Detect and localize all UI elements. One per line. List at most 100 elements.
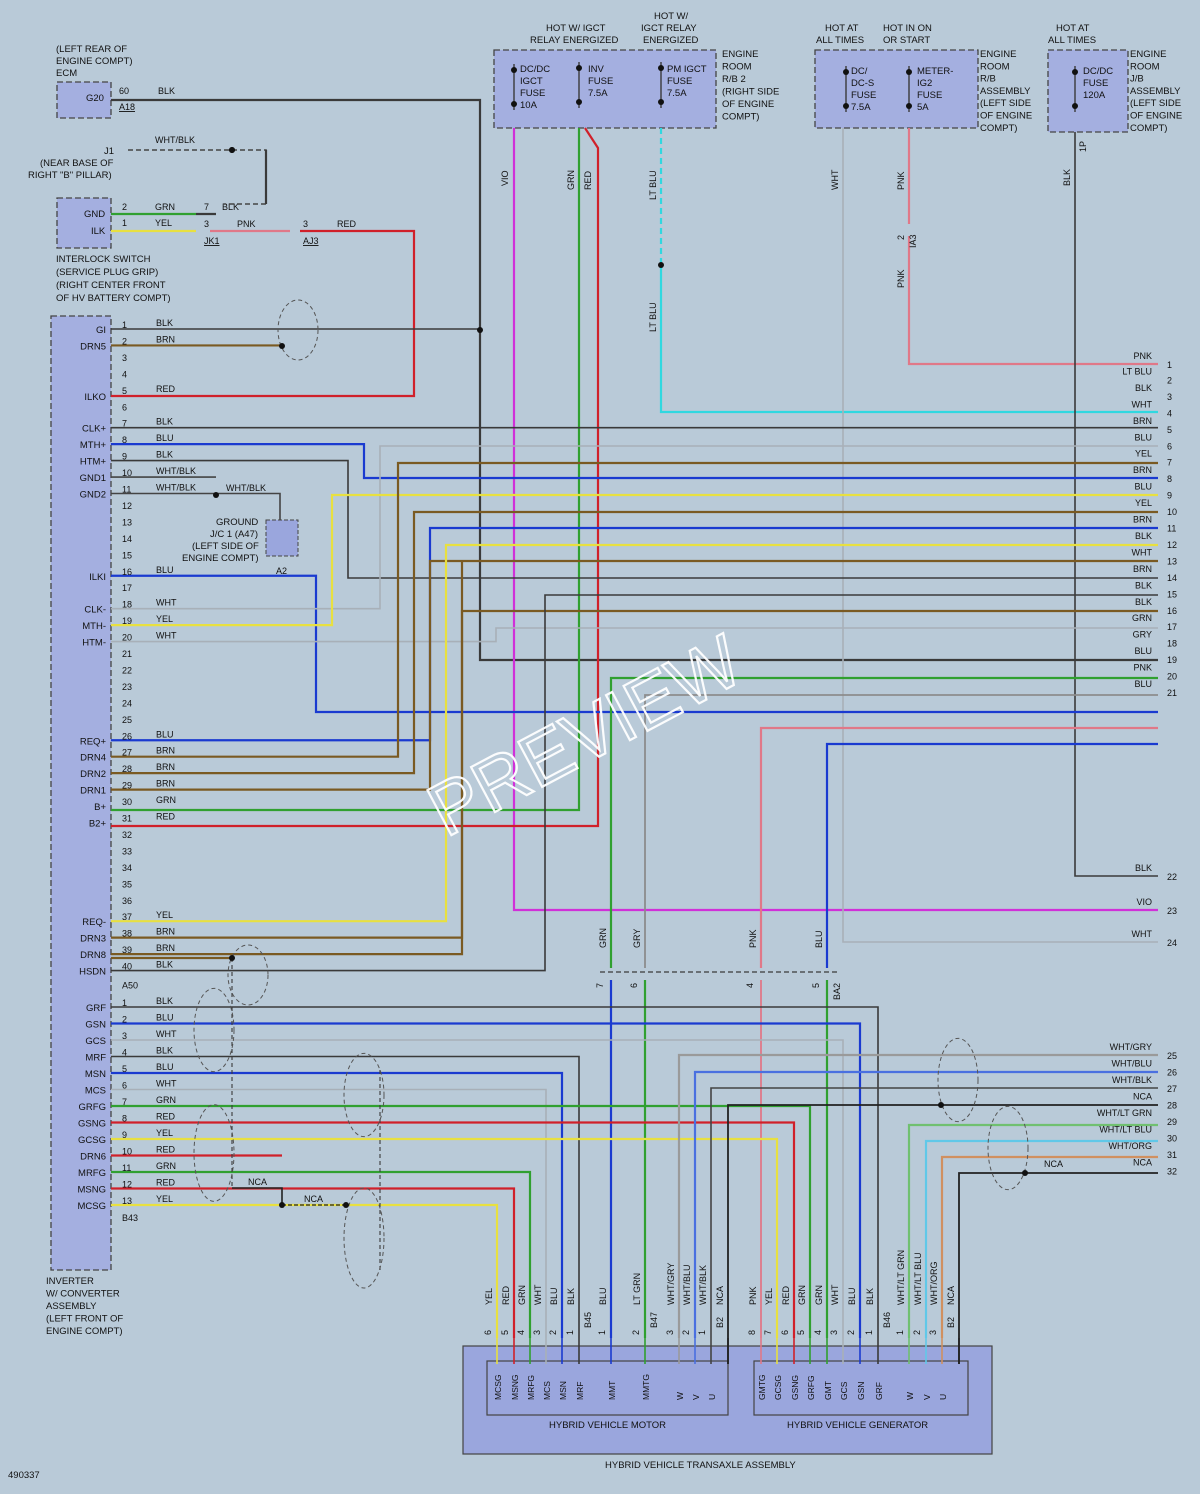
ba2-pin-6: 6 bbox=[629, 983, 639, 988]
fuse-node-top bbox=[1072, 69, 1078, 75]
right-terminal-4-wire: WHT bbox=[1132, 399, 1153, 409]
a50-pin8-mthplus bbox=[111, 443, 1158, 480]
b43-pin8-gsng bbox=[111, 1121, 796, 1338]
motor-pin-10-num: 1 bbox=[697, 1330, 707, 1335]
gen-pin-7-num: 1 bbox=[864, 1330, 874, 1335]
motor-conn-b45: B45 bbox=[583, 1312, 593, 1328]
inverter-box bbox=[50, 315, 112, 1271]
rb2-label-line-4: (RIGHT SIDE bbox=[722, 87, 779, 98]
motor-box bbox=[486, 1360, 729, 1416]
jb-box bbox=[1047, 49, 1129, 133]
ecm-box bbox=[56, 81, 112, 119]
a50-pin-32-num: 32 bbox=[122, 830, 132, 840]
a50-pin-18-name: CLK- bbox=[84, 605, 106, 616]
inv-fuse-line-3: 7.5A bbox=[588, 88, 608, 99]
pm-igct-fuse-line-1: PM IGCT bbox=[667, 64, 707, 75]
right-terminal-9-wire: BLU bbox=[1134, 482, 1152, 492]
gen-pin-3-wire: GRN bbox=[797, 1285, 807, 1305]
b43-pin-10-wire: RED bbox=[156, 1145, 176, 1155]
right-terminal-26: 26 bbox=[1167, 1068, 1177, 1078]
gen-pin-1-name: GCSG bbox=[773, 1375, 783, 1400]
ba2-pin-6-wire: GRY bbox=[632, 929, 642, 948]
right-terminal-32: 32 bbox=[1167, 1167, 1177, 1177]
aj3-red-wire bbox=[111, 229, 416, 398]
inverter-title-line-3: ASSEMBLY bbox=[46, 1301, 97, 1312]
gen-pin-8-num: 1 bbox=[895, 1330, 905, 1335]
aj3-pin: 3 bbox=[303, 219, 308, 229]
wht-org-wire-31 bbox=[940, 1155, 1158, 1338]
gen-pin-11-wire: NCA bbox=[946, 1286, 956, 1305]
right-terminal-21-wire: BLU bbox=[1134, 679, 1152, 689]
right-terminal-13: 13 bbox=[1167, 556, 1177, 566]
right-terminal-11-wire: BRN bbox=[1133, 515, 1152, 525]
right-terminal-28-wire: NCA bbox=[1133, 1092, 1152, 1102]
splice-dot-10 bbox=[658, 262, 664, 268]
transaxle-title: HYBRID VEHICLE TRANSAXLE ASSEMBLY bbox=[605, 1460, 796, 1471]
wht-wire-24 bbox=[842, 128, 1158, 943]
a50-pin-38-num: 38 bbox=[122, 929, 132, 939]
ba2-pin-7: 7 bbox=[595, 983, 605, 988]
vio-wire-23 bbox=[512, 128, 1158, 912]
j1-note-2: RIGHT "B" PILLAR) bbox=[28, 170, 112, 181]
motor-pin-3-name: MCS bbox=[542, 1381, 552, 1400]
motor-pin-6-wire: BLU bbox=[598, 1287, 608, 1305]
dcdc-igct-fuse-line-2: IGCT bbox=[520, 76, 543, 87]
a50-pin-19-num: 19 bbox=[122, 616, 132, 626]
grn-wire-17 bbox=[609, 676, 1158, 968]
splice-dot-1 bbox=[477, 327, 483, 333]
a50-pin-25-num: 25 bbox=[122, 715, 132, 725]
motor-pin-0-wire: YEL bbox=[484, 1288, 494, 1305]
right-terminal-6-wire: BLU bbox=[1134, 432, 1152, 442]
jb-label-line-4: ASSEMBLY bbox=[1130, 86, 1181, 97]
b43-pin-3-wire: WHT bbox=[156, 1029, 177, 1039]
a50-pin-31-wire: RED bbox=[156, 812, 176, 822]
rb-label-line-1: ENGINE bbox=[980, 49, 1016, 60]
fuse-node-top bbox=[511, 67, 517, 73]
right-terminal-22: 22 bbox=[1167, 872, 1177, 882]
splice-dot-5 bbox=[279, 1202, 285, 1208]
a50-pin-9-name: HTM+ bbox=[80, 457, 107, 468]
right-terminal-29: 29 bbox=[1167, 1117, 1177, 1127]
a50-pin-26-wire: BLU bbox=[156, 729, 174, 739]
a50-pin-38-name: DRN3 bbox=[80, 934, 106, 945]
right-terminal-23-wire: VIO bbox=[1136, 897, 1152, 907]
a50-pin-28-num: 28 bbox=[122, 764, 132, 774]
a50-pin-10-num: 10 bbox=[122, 468, 132, 478]
right-terminal-32-wire: NCA bbox=[1133, 1158, 1152, 1168]
gen-pin-9-num: 2 bbox=[912, 1330, 922, 1335]
a50-pin28-drn2 bbox=[111, 510, 1158, 775]
rb2-hot-igct-2: RELAY ENERGIZED bbox=[530, 35, 618, 46]
shield-ellipse-6 bbox=[343, 1187, 385, 1289]
motor-conn-b47: B47 bbox=[649, 1312, 659, 1328]
right-terminal-20: 20 bbox=[1167, 672, 1177, 682]
a50-connector: A50 bbox=[122, 981, 138, 991]
b43-pin-9-wire: YEL bbox=[156, 1128, 173, 1138]
motor-pin-8-num: 3 bbox=[665, 1330, 675, 1335]
ecm-g20-wire bbox=[111, 98, 1158, 662]
a50-pin-1-wire: BLK bbox=[156, 318, 173, 328]
b43-nca-label-1: NCA bbox=[248, 1177, 267, 1187]
gen-pin-3-name: GRFG bbox=[806, 1375, 816, 1400]
ground-jc-block: GROUND J/C 1 (A47) (LEFT SIDE OF ENGINE … bbox=[182, 483, 299, 576]
fuse-node-bottom bbox=[576, 99, 582, 105]
ba2-pin-4-wire: PNK bbox=[748, 929, 758, 948]
a50-pin-17-num: 17 bbox=[122, 583, 132, 593]
motor-pin-4-num: 2 bbox=[548, 1330, 558, 1335]
a50-pin-27-num: 27 bbox=[122, 748, 132, 758]
ground-jc-wire: WHT/BLK bbox=[226, 483, 266, 493]
motor-pin-9-wire: WHT/BLU bbox=[682, 1265, 692, 1306]
splice-dot-4 bbox=[229, 147, 235, 153]
right-terminal-3: 3 bbox=[1167, 392, 1172, 402]
a50-pin-8-wire: BLU bbox=[156, 433, 174, 443]
jb-label-line-1: ENGINE bbox=[1130, 49, 1166, 60]
motor-pin-7-name: MMTG bbox=[641, 1374, 651, 1400]
b43-pin-1-wire: BLK bbox=[156, 996, 173, 1006]
right-terminal-16-wire: BLK bbox=[1135, 597, 1152, 607]
ia3-pin: 2 bbox=[896, 235, 906, 240]
rb-assembly-block: HOT AT ALL TIMES HOT IN ON OR START DC/D… bbox=[814, 23, 1032, 134]
generator-title: HYBRID VEHICLE GENERATOR bbox=[787, 1420, 928, 1431]
b43-pin-7-wire: GRN bbox=[156, 1095, 176, 1105]
